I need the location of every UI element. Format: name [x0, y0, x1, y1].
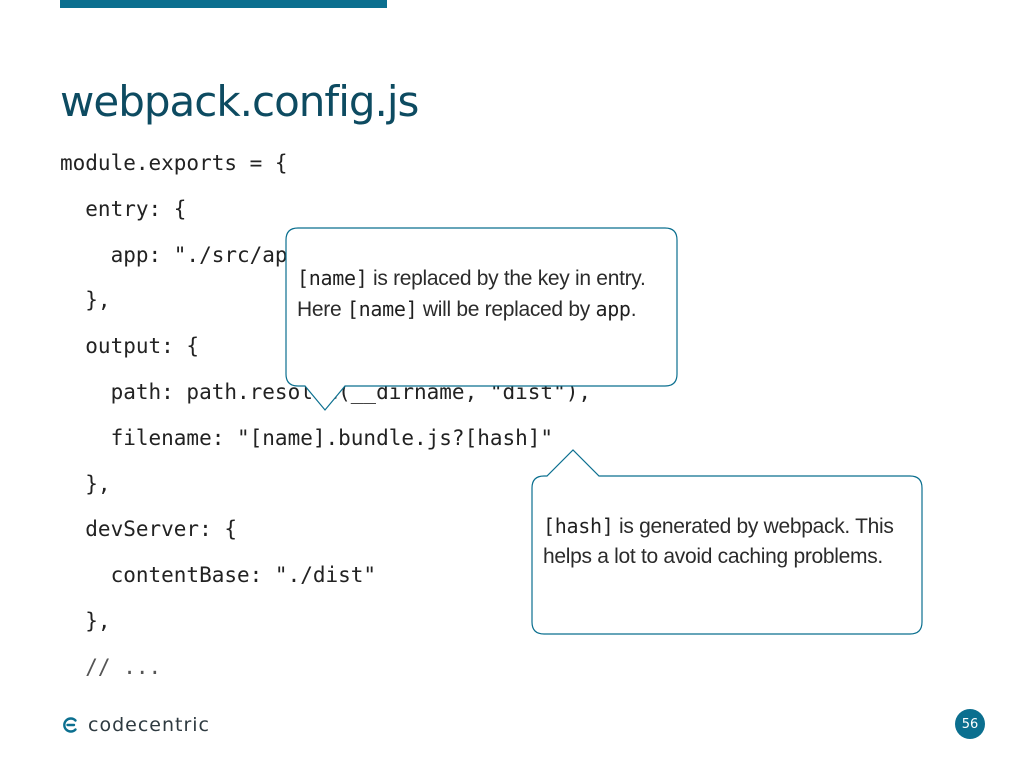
code-line: contentBase: "./dist": [60, 563, 377, 588]
brand-name: codecentric: [88, 714, 210, 736]
code-line: module.exports = {: [60, 151, 288, 175]
code-comment-line: // ...: [60, 654, 162, 679]
codecentric-logo-icon: [63, 717, 77, 733]
code-line: },: [60, 471, 111, 496]
code-line: path: path.resolve(__dirname, "dist"),: [60, 379, 592, 404]
code-line: entry: {: [60, 196, 187, 221]
code-block: module.exports = { entry: { app: "./src/…: [60, 141, 700, 691]
code-line: filename: "[name].bundle.js?[hash]": [60, 425, 554, 450]
code-line: devServer: {: [60, 517, 238, 542]
code-line: },: [60, 288, 111, 313]
code-line: app: "./src/app.js": [60, 242, 351, 267]
codecentric-logo: codecentric: [60, 710, 210, 740]
code-line: },: [60, 608, 111, 633]
code-line: output: {: [60, 334, 200, 359]
page-number-badge: 56: [955, 709, 985, 739]
slide-title: webpack.config.js: [60, 77, 419, 126]
top-accent-bar: [60, 0, 387, 8]
